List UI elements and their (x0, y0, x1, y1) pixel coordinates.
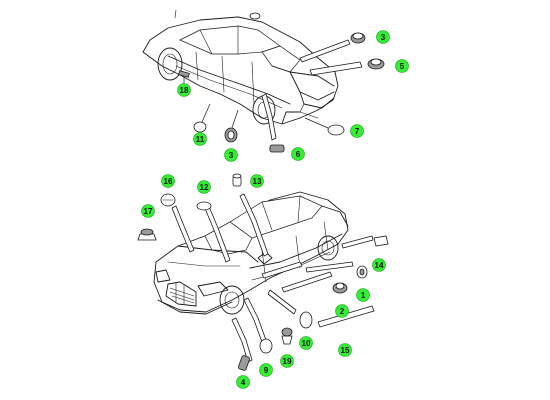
callout-3-top: 3 (376, 30, 390, 44)
callout-number: 6 (296, 150, 301, 159)
callout-15: 15 (338, 343, 352, 357)
callout-number: 2 (340, 307, 345, 316)
callout-circle (161, 174, 175, 188)
callout-circle (376, 30, 390, 44)
rocker-strip-10 (267, 289, 297, 315)
callout-circle (224, 148, 238, 162)
callout-number: 4 (241, 378, 246, 387)
callout-circle (299, 336, 313, 350)
callout-4: 4 (236, 375, 250, 389)
clip-6 (269, 144, 285, 153)
callout-3-bottom: 3 (224, 148, 238, 162)
plug-10 (299, 311, 313, 329)
callout-5: 5 (395, 59, 409, 73)
callout-number: 16 (164, 177, 173, 186)
callout-circle (338, 343, 352, 357)
side-strip-6 (261, 93, 277, 141)
callout-14: 14 (372, 258, 386, 272)
callout-circle (141, 204, 155, 218)
callout-number: 9 (264, 366, 269, 375)
callout-10: 10 (299, 336, 313, 350)
callout-circle (177, 83, 191, 97)
callout-number: 1 (361, 291, 366, 300)
plug-9 (259, 338, 273, 354)
callout-circle (259, 363, 273, 377)
callout-number: 10 (302, 339, 311, 348)
callout-number: 11 (196, 135, 205, 144)
callout-number: 3 (229, 151, 234, 160)
plug-12 (196, 201, 212, 211)
callout-circle (356, 288, 370, 302)
callout-number: 12 (200, 183, 209, 192)
callout-number: 3 (381, 33, 386, 42)
callout-circle (395, 59, 409, 73)
callout-11: 11 (193, 132, 207, 146)
callout-16: 16 (161, 174, 175, 188)
clip-4 (238, 355, 250, 371)
callout-circle (197, 180, 211, 194)
callout-1: 1 (356, 288, 370, 302)
callout-circle (335, 304, 349, 318)
callout-circle (250, 174, 264, 188)
roof-strip-14 (341, 235, 374, 249)
callout-number: 13 (253, 177, 262, 186)
rear-view-car (142, 9, 339, 125)
callout-number: 19 (283, 357, 292, 366)
callout-circle (291, 147, 305, 161)
pillar-strip-13 (239, 193, 269, 257)
callout-circle (236, 375, 250, 389)
callout-number: 15 (341, 346, 350, 355)
callout-circle (193, 132, 207, 146)
callout-6: 6 (291, 147, 305, 161)
plug-18 (178, 70, 190, 78)
callout-17: 17 (141, 204, 155, 218)
callout-18: 18 (177, 83, 191, 97)
front-car-parts (137, 173, 389, 371)
pillar-strip-16 (171, 205, 195, 253)
side-strip-2 (281, 271, 333, 293)
callout-7: 7 (350, 124, 364, 138)
trunk-molding-strip (309, 61, 363, 76)
callout-number: 17 (144, 207, 153, 216)
fender-strip-9 (243, 297, 267, 343)
callout-circle (372, 258, 386, 272)
plug-7 (327, 124, 345, 136)
callout-9: 9 (259, 363, 273, 377)
roof-molding-strip (299, 39, 351, 63)
clip-14 (373, 235, 389, 247)
rear-car-parts (178, 32, 385, 153)
callout-number: 18 (180, 86, 189, 95)
body-strip-1 (305, 261, 354, 273)
callout-12: 12 (197, 180, 211, 194)
callout-number: 14 (375, 261, 384, 270)
callout-circle (350, 124, 364, 138)
fender-strip-4 (231, 317, 253, 363)
callout-number: 5 (400, 62, 405, 71)
callout-19: 19 (280, 354, 294, 368)
front-view-car (153, 191, 349, 315)
grommet-19 (281, 335, 293, 345)
sill-strip-15 (317, 305, 375, 328)
plug-11 (193, 121, 207, 133)
callout-13: 13 (250, 174, 264, 188)
callout-number: 7 (355, 127, 360, 136)
callout-2: 2 (335, 304, 349, 318)
callout-circle (280, 354, 294, 368)
